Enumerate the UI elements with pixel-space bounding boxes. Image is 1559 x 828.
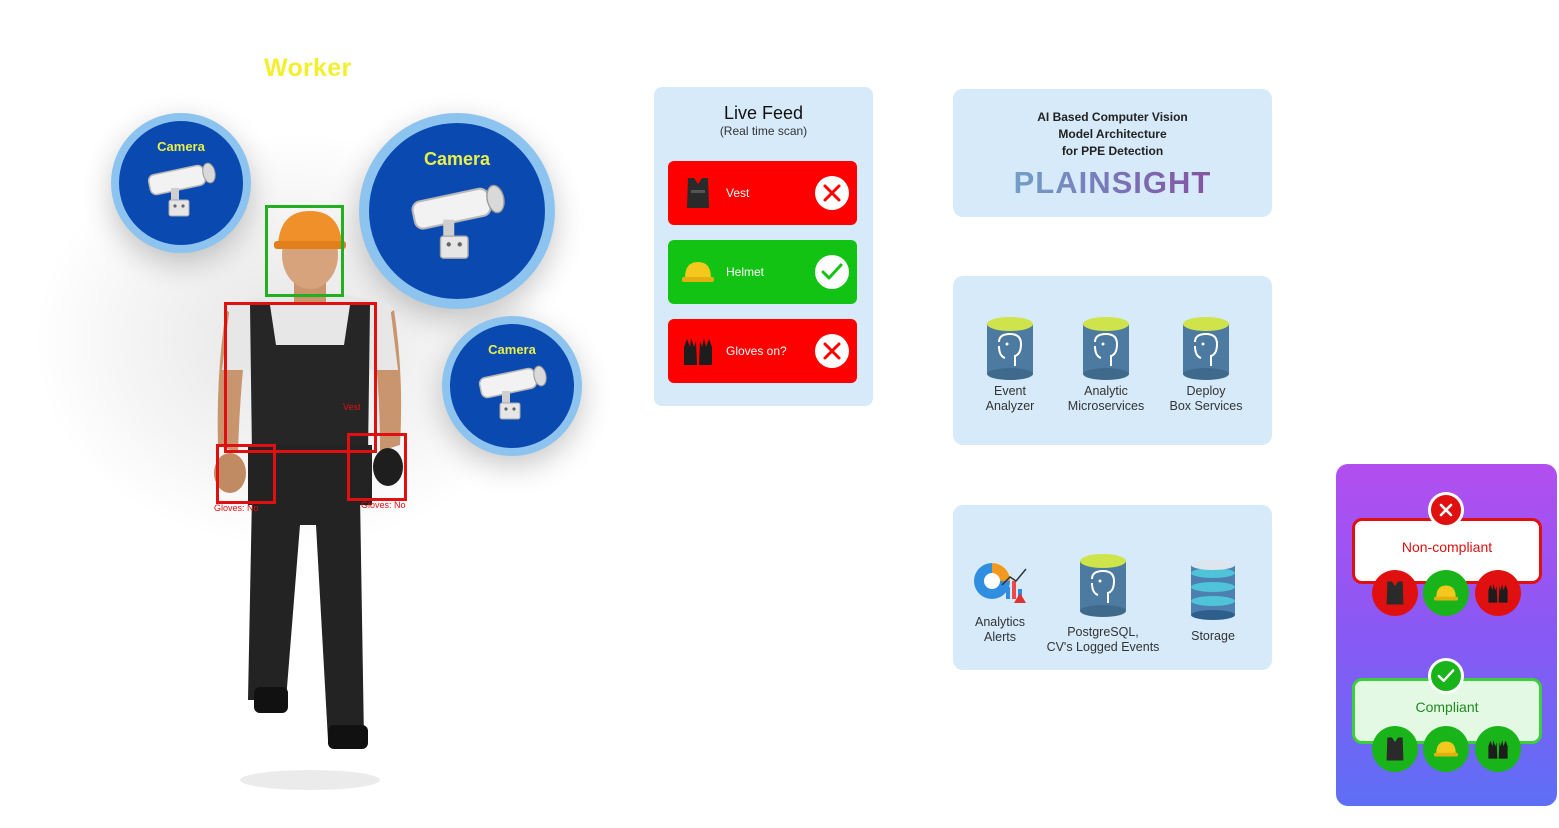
service-event-analyzer: Event Analyzer — [977, 316, 1043, 414]
fail-x-icon — [815, 334, 849, 368]
service-label-line: Microservices — [1067, 399, 1145, 413]
worker-figure: Vest Gloves: No Gloves: No — [190, 195, 430, 795]
right-glove-detection-box — [347, 433, 407, 501]
camera-label: Camera — [423, 149, 491, 169]
service-label: Deploy Box Services — [1163, 384, 1249, 414]
service-label-line: Box Services — [1169, 399, 1243, 413]
helmet-icon — [678, 252, 718, 292]
storage-label: Storage — [1191, 629, 1235, 643]
analytics-chart-icon — [974, 563, 1027, 603]
vest-detection-label: Vest — [343, 402, 361, 412]
camera-label: Camera — [157, 139, 205, 154]
camera-circle-3: Camera — [442, 316, 582, 456]
helmet-pass-icon — [1423, 570, 1469, 616]
helmet-pass-icon — [1423, 726, 1469, 772]
architecture-panel: AI Based Computer Vision Model Architect… — [953, 89, 1272, 217]
analytics-alerts: Analytics Alerts — [967, 561, 1033, 645]
left-glove-detection-box — [216, 444, 276, 504]
postgres-label: PostgreSQL, CV's Logged Events — [1041, 625, 1165, 655]
compliance-card: Non-compliant Compliant — [1336, 464, 1557, 806]
services-panel: Event Analyzer Analytic Microservices De… — [953, 276, 1272, 445]
feed-row-label: Vest — [726, 186, 750, 200]
service-deploy-box: Deploy Box Services — [1163, 316, 1249, 414]
storage-label-line: PostgreSQL, — [1067, 625, 1139, 639]
feed-row-helmet: Helmet — [668, 240, 857, 304]
right-glove-detection-label: Gloves: No — [361, 500, 406, 510]
vest-detection-box — [224, 302, 377, 453]
service-label-line: Analyzer — [985, 399, 1035, 413]
worker-illustration — [214, 211, 403, 790]
vest-icon — [678, 173, 718, 213]
storage-panel: Analytics Alerts PostgreSQL, CV's Logged… — [953, 505, 1272, 670]
service-label-line: Deploy — [1186, 384, 1226, 398]
architecture-line-3: for PPE Detection — [1061, 144, 1164, 158]
architecture-line-2: Model Architecture — [1058, 127, 1167, 141]
feed-row-label: Helmet — [726, 265, 765, 279]
feed-row-gloves: Gloves on? — [668, 319, 857, 383]
postgres-database-icon — [1083, 317, 1129, 380]
camera-circle-1: Camera — [111, 113, 251, 253]
live-feed-panel: Live Feed (Real time scan) Vest Helmet G… — [654, 87, 873, 406]
service-label: Event Analyzer — [977, 384, 1043, 414]
postgres-logged-events: PostgreSQL, CV's Logged Events — [1041, 553, 1165, 655]
feed-row-vest: Vest — [668, 161, 857, 225]
vest-fail-icon — [1372, 570, 1418, 616]
service-label: Analytic Microservices — [1061, 384, 1151, 414]
feed-row-label: Gloves on? — [726, 344, 787, 358]
storage-database-icon — [1191, 560, 1235, 620]
service-label-line: Event — [994, 384, 1026, 398]
storage-item: Storage — [1179, 559, 1247, 644]
cctv-camera-icon — [411, 184, 505, 259]
camera-circle-2: Camera — [359, 113, 555, 309]
analytics-alerts-label: Analytics Alerts — [967, 615, 1033, 645]
non-compliant-label: Non-compliant — [1401, 539, 1493, 555]
postgres-database-icon — [987, 317, 1033, 380]
plainsight-logo: PLAINSIGHT — [953, 165, 1272, 201]
non-compliant-x-icon — [1428, 492, 1464, 528]
compliant-check-icon — [1428, 658, 1464, 694]
cctv-camera-icon — [478, 365, 547, 420]
pass-check-icon — [815, 255, 849, 289]
storage-label-line: CV's Logged Events — [1046, 640, 1160, 654]
live-feed-title: Live Feed — [723, 103, 804, 123]
postgres-database-icon — [1080, 554, 1126, 617]
fail-x-icon — [815, 176, 849, 210]
gloves-icon — [678, 331, 718, 371]
storage-label-line: Analytics — [974, 615, 1026, 629]
postgres-database-icon — [1183, 317, 1229, 380]
compliant-label: Compliant — [1415, 699, 1479, 715]
gloves-fail-icon — [1475, 570, 1521, 616]
worker-title: Worker — [264, 54, 352, 82]
live-feed-subtitle: (Real time scan) — [719, 124, 808, 138]
camera-label: Camera — [488, 342, 536, 357]
architecture-line-1: AI Based Computer Vision — [1037, 110, 1188, 124]
service-label-line: Analytic — [1084, 384, 1128, 398]
cctv-camera-icon — [147, 162, 216, 217]
architecture-description: AI Based Computer Vision Model Architect… — [953, 109, 1272, 160]
helmet-detection-box — [265, 205, 344, 297]
storage-label-line: Alerts — [984, 630, 1016, 644]
service-analytic-microservices: Analytic Microservices — [1061, 316, 1151, 414]
gloves-pass-icon — [1475, 726, 1521, 772]
vest-pass-icon — [1372, 726, 1418, 772]
left-glove-detection-label: Gloves: No — [214, 503, 259, 513]
